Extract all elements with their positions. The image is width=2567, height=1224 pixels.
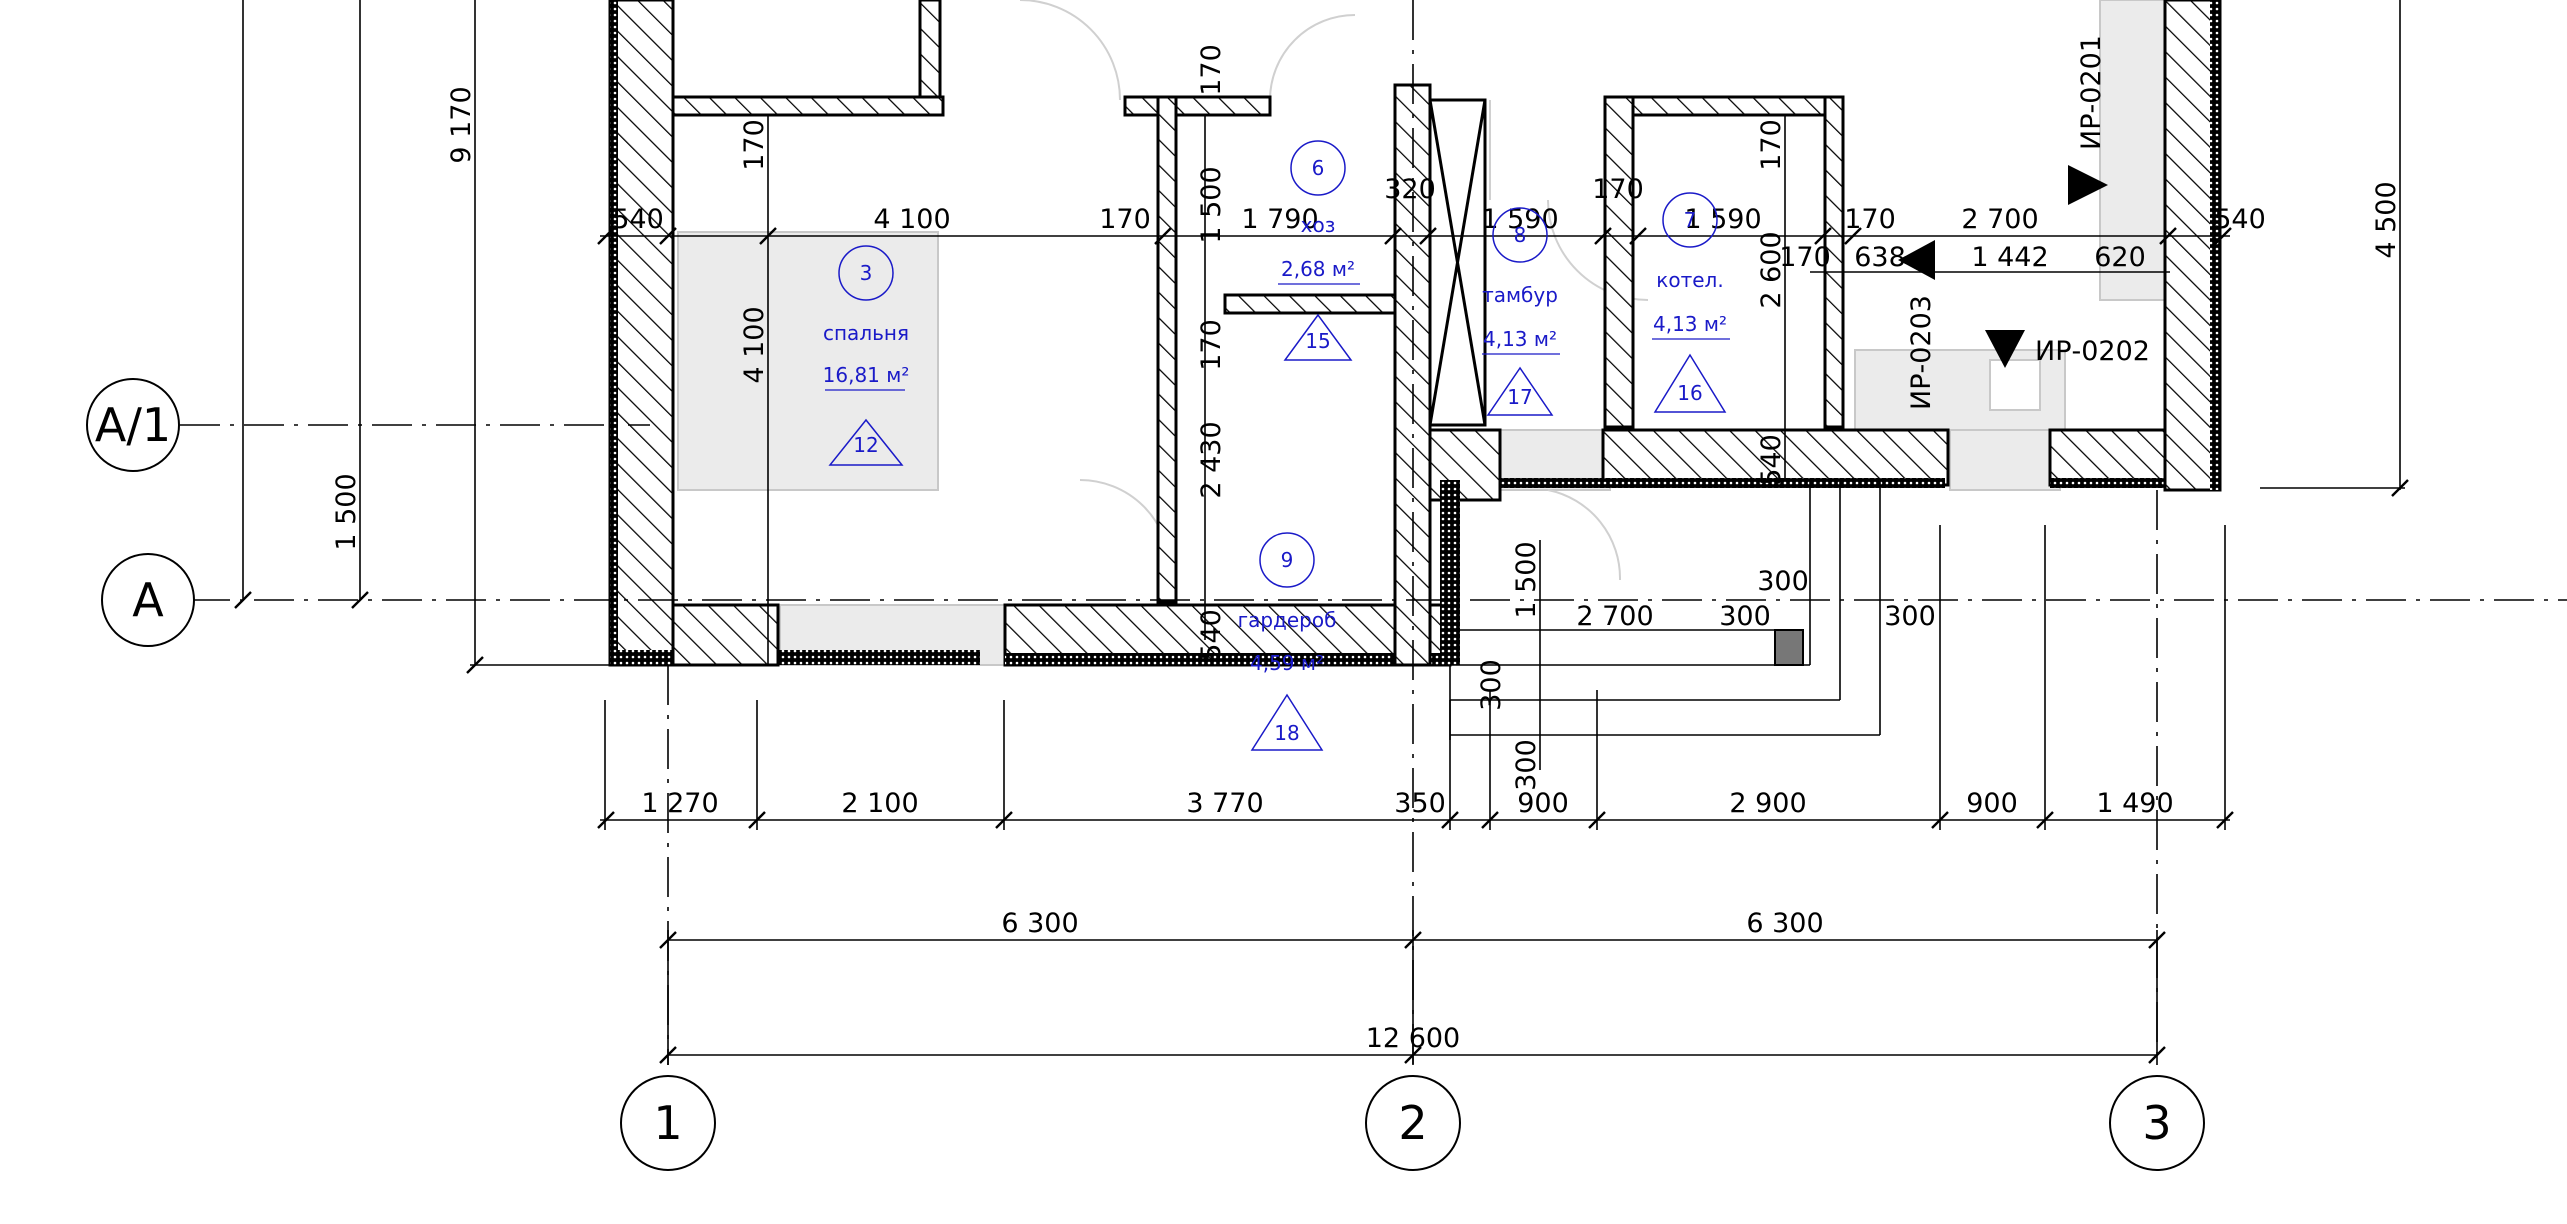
room-number: 3 (860, 261, 873, 285)
grid-bubbles (86, 378, 2205, 1171)
section-mark-0202: ИР-0202 (1985, 330, 2150, 368)
room-area: 4,59 м² (1250, 651, 1324, 675)
top-dimension-chain: 540 4 100 170 1 790 320 1 590 170 1 590 … (612, 174, 2266, 235)
room-number: 6 (1312, 156, 1325, 180)
dim-bottom-6: 900 (1966, 788, 2018, 819)
dimension-ticks (234, 227, 2409, 1064)
dim-int-10: 1 500 (1511, 541, 1542, 618)
walls (608, 0, 2222, 667)
room-name: хоз (1301, 213, 1336, 237)
dim-right-1: 638 (1854, 242, 1906, 273)
room-number: 7 (1684, 208, 1697, 232)
grid-label-a: A (132, 573, 164, 627)
dim-int-12: 300 (1511, 739, 1542, 791)
dim-int-8: 2 600 (1756, 231, 1787, 308)
grid-label-a1: A/1 (95, 398, 171, 452)
room-number: 8 (1514, 223, 1527, 247)
dim-int-6: 540 (1196, 609, 1227, 661)
dim-right-3: 620 (2094, 242, 2146, 273)
section-mark-0203: ИР-0203 (1898, 240, 1937, 410)
grid-label-3: 3 (2142, 1096, 2171, 1150)
bottom-dimension-chain: 1 270 2 100 3 770 350 900 2 900 900 1 49… (641, 788, 2173, 819)
interior-horizontal-dimensions: 2 700 300 300 300 (1576, 566, 1935, 632)
fixtures (677, 0, 2171, 666)
room-spalnya: 3 спальня 16,81 м² 12 (823, 245, 910, 466)
dim-right-0: 170 (1779, 242, 1831, 273)
room-garderob: 9 гардероб 4,59 м² 18 (1238, 532, 1337, 751)
dim-int-3: 1 500 (1196, 166, 1227, 243)
room-area: 4,13 м² (1653, 312, 1727, 336)
room-tag: 17 (1507, 385, 1532, 409)
room-area: 16,81 м² (823, 363, 910, 387)
dim-int-9: 540 (1756, 434, 1787, 486)
room-tag: 18 (1274, 721, 1299, 745)
room-tag: 15 (1305, 329, 1330, 353)
right-dimension-chain: 170 638 1 442 620 (1779, 242, 2146, 273)
section-label: ИР-0202 (2035, 336, 2150, 367)
room-area: 2,68 м² (1281, 257, 1355, 281)
dim-top-1: 4 100 (873, 204, 950, 235)
dim-int-1: 4 100 (739, 306, 770, 383)
dim-right-2: 1 442 (1971, 242, 2048, 273)
column-element (1774, 629, 1804, 666)
dim-int-0: 170 (739, 119, 770, 171)
dim-top-6: 170 (1592, 174, 1644, 205)
dim-int-4: 170 (1196, 319, 1227, 371)
dim-axis-1: 6 300 (1746, 908, 1823, 939)
dim-top-3: 1 790 (1241, 204, 1318, 235)
dim-top-9: 2 700 (1961, 204, 2038, 235)
room-name: тамбур (1482, 283, 1558, 307)
dim-top-10: 540 (2214, 204, 2266, 235)
room-tag: 16 (1677, 381, 1702, 405)
dim-left-1: 1 500 (331, 473, 362, 550)
dim-bottom-7: 1 490 (2096, 788, 2173, 819)
grid-label-2: 2 (1398, 1096, 1427, 1150)
dim-top-5: 1 590 (1481, 204, 1558, 235)
dim-bottom-2: 3 770 (1186, 788, 1263, 819)
dim-top-8: 170 (1844, 204, 1896, 235)
axis-dimension-chain: 6 300 6 300 12 600 (1001, 908, 1823, 1054)
dim-ih-0: 2 700 (1576, 601, 1653, 632)
dim-right-vertical: 4 500 (2371, 181, 2402, 258)
dim-bottom-5: 2 900 (1729, 788, 1806, 819)
section-mark-0201: ИР-0201 (2068, 35, 2108, 205)
vertical-dimensions: 9 170 1 500 4 500 170 4 100 170 1 500 17… (331, 44, 2402, 791)
room-khoz: 6 хоз 2,68 м² 15 (1278, 140, 1360, 361)
dim-top-7: 1 590 (1684, 204, 1761, 235)
dim-top-0: 540 (612, 204, 664, 235)
dim-overall: 12 600 (1366, 1023, 1460, 1054)
room-name: гардероб (1238, 608, 1337, 632)
room-kotel: 7 котел. 4,13 м² 16 (1652, 192, 1730, 413)
dim-bottom-1: 2 100 (841, 788, 918, 819)
dim-int-7: 170 (1756, 119, 1787, 171)
dim-bottom-3: 350 (1394, 788, 1446, 819)
dim-bottom-4: 900 (1517, 788, 1569, 819)
room-tambur: 8 тамбур 4,13 м² 17 (1482, 207, 1560, 416)
section-label: ИР-0203 (1906, 295, 1937, 410)
dim-ih-1: 300 (1719, 601, 1771, 632)
section-label: ИР-0201 (2076, 35, 2107, 150)
room-number: 9 (1281, 548, 1294, 572)
dim-int-2: 170 (1196, 44, 1227, 96)
dim-left-0: 9 170 (446, 86, 477, 163)
dimension-lines (242, 0, 2405, 1065)
dim-int-5: 2 430 (1196, 421, 1227, 498)
dim-top-2: 170 (1099, 204, 1151, 235)
dim-ih-3: 300 (1884, 601, 1936, 632)
dim-top-4: 320 (1384, 174, 1436, 205)
grid-label-1: 1 (653, 1096, 682, 1150)
dim-axis-0: 6 300 (1001, 908, 1078, 939)
room-name: спальня (823, 321, 909, 345)
dim-ih-2: 300 (1757, 566, 1809, 597)
room-area: 4,13 м² (1483, 327, 1557, 351)
room-name: котел. (1656, 268, 1723, 292)
room-tag: 12 (853, 433, 878, 457)
dim-bottom-0: 1 270 (641, 788, 718, 819)
dim-int-11: 300 (1476, 659, 1507, 711)
